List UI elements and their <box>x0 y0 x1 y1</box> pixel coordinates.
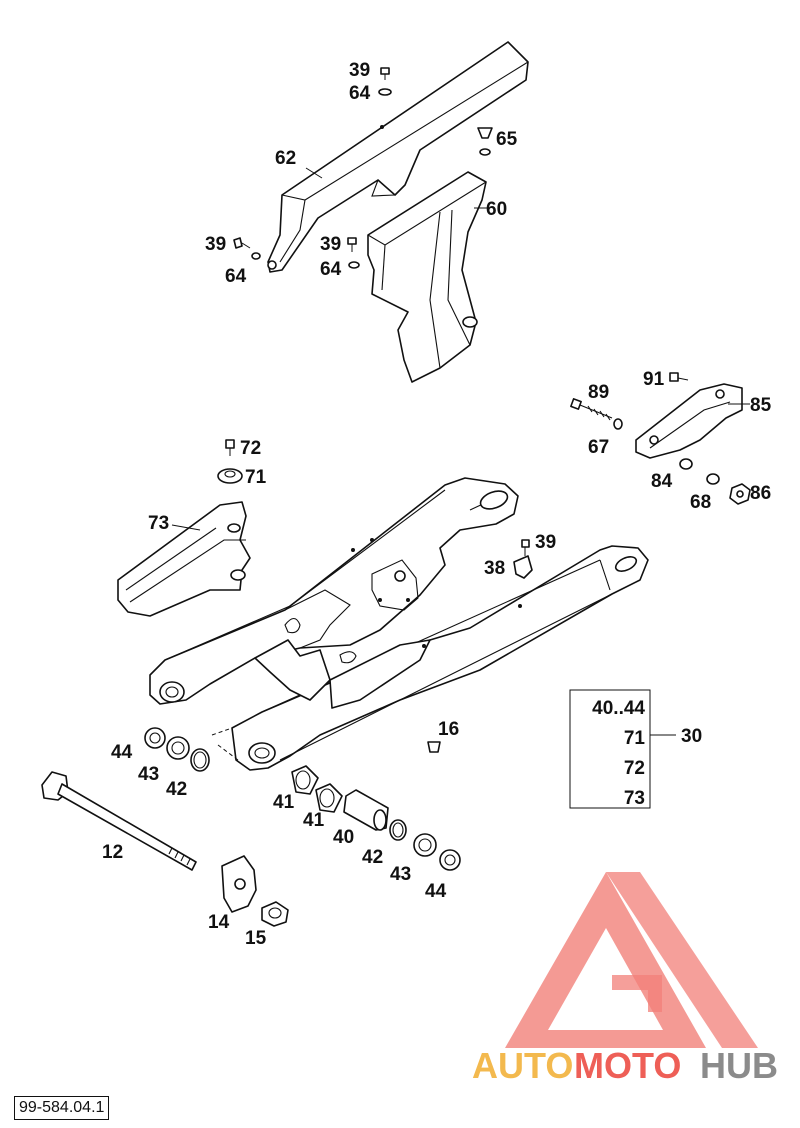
callout-labels: 39 64 65 62 60 39 64 39 64 89 91 85 67 8… <box>102 60 772 949</box>
wm-hub: HUB <box>700 1045 778 1086</box>
callout-39: 39 <box>535 532 556 553</box>
callout-38: 38 <box>484 558 505 579</box>
kit-item: 40..44 <box>592 698 645 719</box>
washer-84-icon <box>679 458 693 470</box>
bearing-43-right-icon <box>413 833 437 857</box>
kit-number: 30 <box>681 726 702 747</box>
callout-73: 73 <box>148 513 169 534</box>
bearing-43-left-icon <box>166 736 190 760</box>
callout-84: 84 <box>651 471 673 492</box>
callout-41: 41 <box>273 792 295 813</box>
callout-89: 89 <box>588 382 609 403</box>
callout-86: 86 <box>750 483 771 504</box>
washer-64-left-icon <box>251 252 261 260</box>
needle-bearing-41a-icon <box>291 765 319 795</box>
callout-60: 60 <box>486 199 507 220</box>
callout-40: 40 <box>333 827 354 848</box>
swingarm-part <box>149 477 649 771</box>
bushing-40-icon <box>343 789 389 831</box>
seal-44-right-icon <box>439 849 461 871</box>
callout-15: 15 <box>245 928 267 949</box>
kit-item: 72 <box>624 758 645 779</box>
wm-moto: MOTO <box>574 1045 681 1086</box>
nut-86-icon <box>729 483 751 505</box>
bracket-38-icon <box>513 555 533 579</box>
alignment-line <box>211 727 233 736</box>
watermark-logo <box>505 872 758 1048</box>
ring-42-right-icon <box>389 819 407 841</box>
screw-39-top-icon <box>380 67 390 80</box>
screw-39-mid-icon <box>347 237 357 252</box>
callout-62: 62 <box>275 148 296 169</box>
needle-bearing-41b-icon <box>315 783 343 813</box>
callout-67: 67 <box>588 437 609 458</box>
chain-cover-part <box>367 171 487 383</box>
washer-67-icon <box>613 418 623 430</box>
chain-guard-part <box>267 41 529 273</box>
nut-15-icon <box>261 901 289 927</box>
watermark-wordmark: AUTO MOTO HUB <box>472 1045 778 1086</box>
callout-44: 44 <box>425 881 447 902</box>
bolt-89-icon <box>570 398 613 421</box>
screw-39-bracket-icon <box>521 539 530 556</box>
callout-42: 42 <box>362 847 383 868</box>
callout-43: 43 <box>138 764 159 785</box>
callout-44: 44 <box>111 742 133 763</box>
callout-41: 41 <box>303 810 325 831</box>
washer-64-top-icon <box>378 88 392 96</box>
chain-guide-part <box>635 383 743 459</box>
chain-adjuster-14-icon <box>221 855 257 913</box>
screw-91-icon <box>669 372 689 382</box>
pivot-bolt-12-icon <box>41 771 197 871</box>
callout-42: 42 <box>166 779 187 800</box>
callout-85: 85 <box>750 395 772 416</box>
callout-71: 71 <box>245 467 267 488</box>
callout-43: 43 <box>390 864 411 885</box>
washer-68-icon <box>706 473 720 485</box>
screw-72-icon <box>225 439 235 456</box>
callout-14: 14 <box>208 912 230 933</box>
callout-12: 12 <box>102 842 123 863</box>
washer-71-icon <box>217 468 243 484</box>
ring-42-left-icon <box>190 748 210 772</box>
kit-box: 40..44 71 72 73 30 <box>569 689 702 809</box>
callout-65: 65 <box>496 129 518 150</box>
callout-39: 39 <box>205 234 226 255</box>
callout-64: 64 <box>349 83 371 104</box>
screw-39-left-icon <box>233 237 251 249</box>
kit-item: 71 <box>624 728 646 749</box>
callout-91: 91 <box>643 369 665 390</box>
callout-64: 64 <box>320 259 342 280</box>
rubber-buffer-65-icon <box>477 127 493 156</box>
callout-39: 39 <box>320 234 341 255</box>
callout-39: 39 <box>349 60 370 81</box>
washer-64-mid-icon <box>348 261 360 269</box>
callout-72: 72 <box>240 438 261 459</box>
rubber-stop-16-icon <box>427 741 441 753</box>
callout-68: 68 <box>690 492 711 513</box>
wm-auto: AUTO <box>472 1045 573 1086</box>
kit-item: 73 <box>624 788 645 809</box>
drawing-code: 99-584.04.1 <box>14 1096 110 1120</box>
callout-64: 64 <box>225 266 247 287</box>
callout-16: 16 <box>438 719 459 740</box>
seal-44-left-icon <box>144 727 166 749</box>
chain-slider-part <box>117 501 251 617</box>
